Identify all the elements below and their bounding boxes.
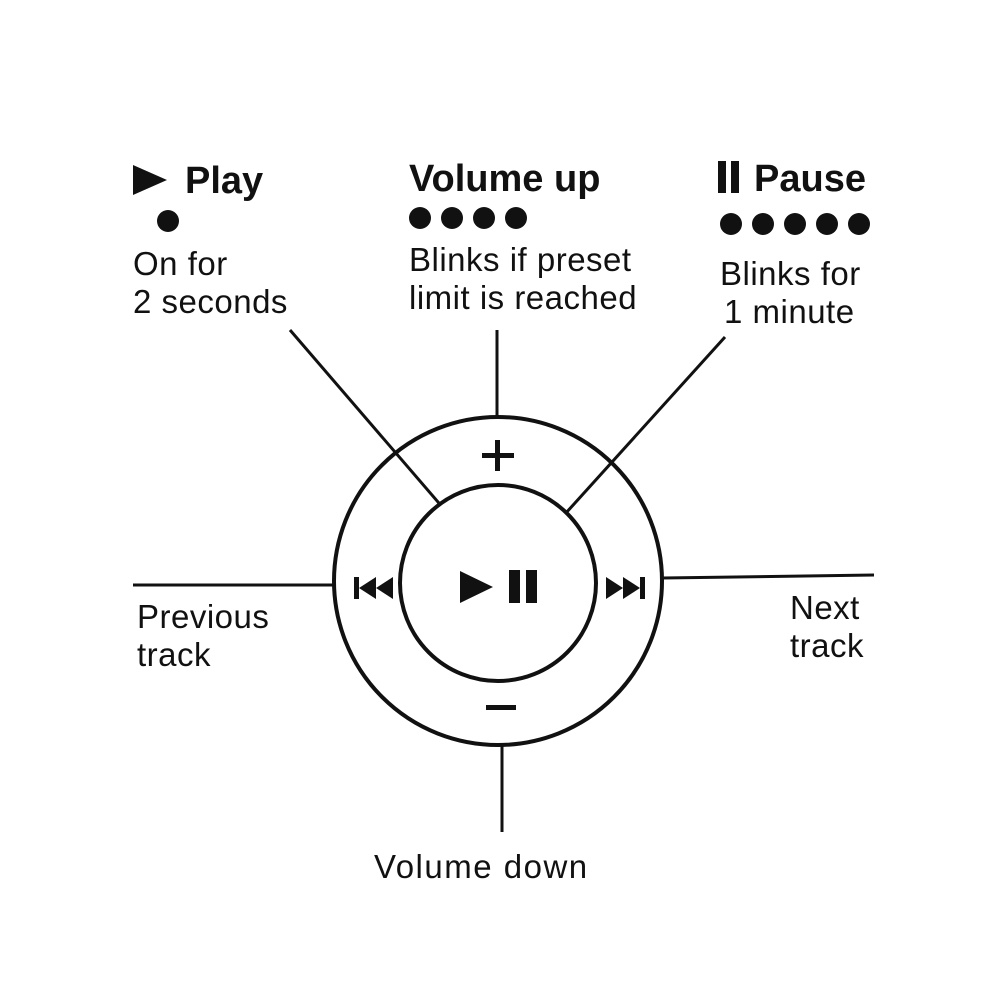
volume-up-description-line1: Blinks if preset	[409, 241, 632, 278]
pause-icon-bar-left	[509, 570, 520, 603]
pause-heading: Pause	[718, 160, 866, 200]
volume-up-description: Blinks if preset limit is reached	[409, 241, 637, 317]
next-track-line2: track	[790, 627, 865, 664]
outer-ring	[332, 415, 664, 747]
indicator-dot	[505, 207, 527, 229]
volume-up-description-line2: limit is reached	[409, 279, 638, 316]
volume-up-title: Volume up	[409, 158, 601, 200]
play-description: On for 2 seconds	[133, 245, 288, 321]
next-track-icon[interactable]	[606, 577, 645, 599]
previous-track-icon[interactable]	[354, 577, 393, 599]
play-description-line1: On for	[133, 245, 228, 282]
pause-title: Pause	[754, 158, 866, 200]
play-title: Play	[185, 160, 264, 202]
indicator-dot	[752, 213, 774, 235]
indicator-dot	[473, 207, 495, 229]
pause-icon	[718, 161, 744, 200]
indicator-dot	[157, 210, 179, 232]
indicator-dot	[848, 213, 870, 235]
center-button[interactable]	[398, 483, 598, 683]
play-indicator-dots	[157, 210, 179, 232]
play-icon	[460, 571, 493, 603]
next-track-connector-line	[662, 573, 875, 580]
pause-icon-bar-right	[526, 570, 537, 603]
indicator-dot	[441, 207, 463, 229]
play-icon	[133, 165, 167, 195]
volume-down-minus-icon[interactable]	[486, 705, 516, 710]
play-description-line2: 2 seconds	[133, 283, 288, 320]
volume-up-plus-icon[interactable]	[482, 440, 514, 471]
indicator-dot	[816, 213, 838, 235]
indicator-dot	[409, 207, 431, 229]
pause-description-line2: 1 minute	[724, 293, 855, 330]
previous-track-line2: track	[137, 636, 212, 673]
next-track-label: Next track	[790, 589, 864, 665]
pause-description: Blinks for 1 minute	[720, 255, 861, 331]
volume-down-label: Volume down	[374, 848, 589, 886]
next-track-line1: Next	[790, 589, 860, 626]
volume-down-text: Volume down	[374, 848, 589, 885]
play-heading: Play	[133, 162, 263, 200]
pause-connector-line	[535, 335, 727, 547]
indicator-dot	[784, 213, 806, 235]
pause-description-line1: Blinks for	[720, 255, 861, 292]
volume-up-indicator-dots	[409, 207, 527, 229]
previous-track-label: Previous track	[137, 598, 269, 674]
indicator-dot	[720, 213, 742, 235]
play-pause-icon[interactable]	[460, 570, 537, 603]
pause-indicator-dots	[720, 213, 870, 235]
volume-up-heading: Volume up	[409, 160, 600, 198]
previous-track-line1: Previous	[137, 598, 270, 635]
